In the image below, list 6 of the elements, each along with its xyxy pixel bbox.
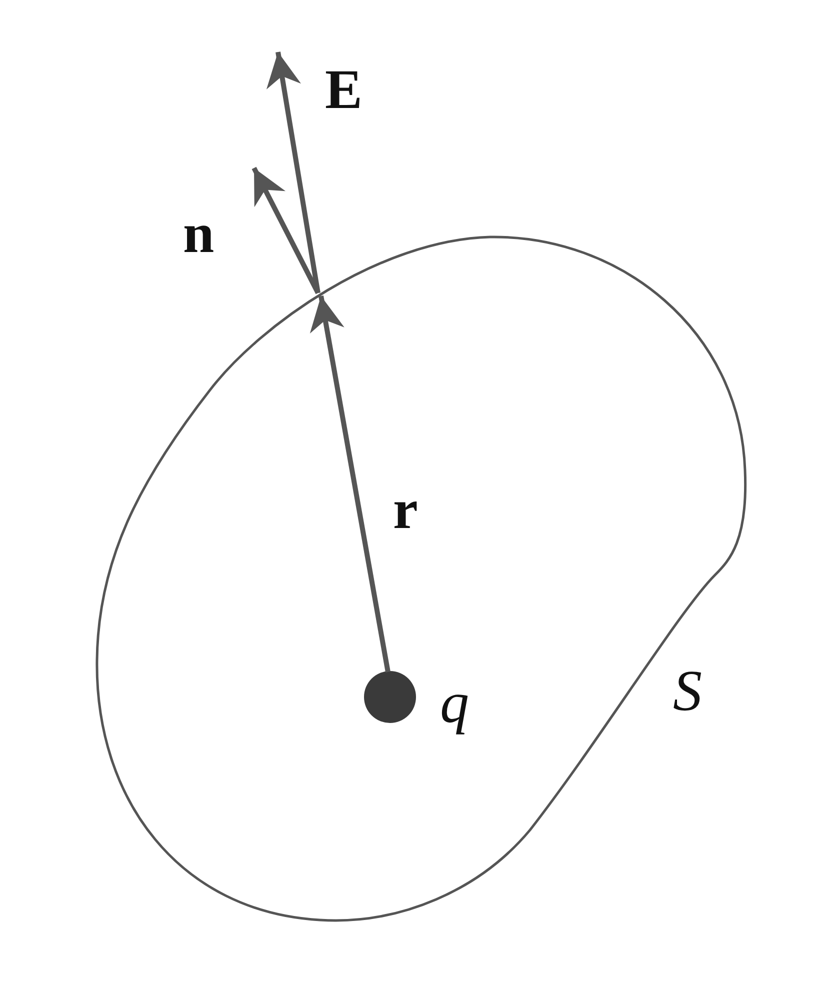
vector-label: n	[183, 206, 214, 262]
charge-label: q	[440, 674, 469, 732]
charge-dot	[364, 671, 416, 723]
vector-label: E	[325, 62, 362, 118]
surface-label: S	[673, 662, 702, 720]
position-vector-arrow	[310, 296, 390, 672]
